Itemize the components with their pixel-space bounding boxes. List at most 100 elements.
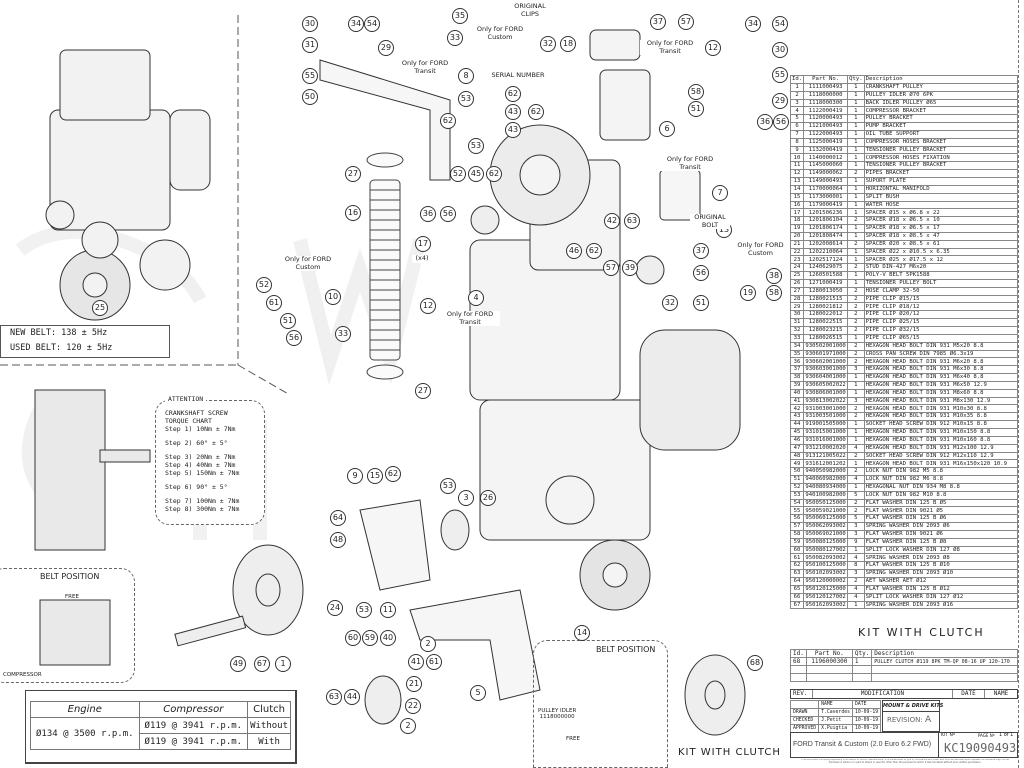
part-callout: 27 <box>415 383 431 399</box>
cell-qty: 5 <box>847 490 865 500</box>
cell-description: HEXAGON HEAD BOLT DIN 931 M5x20 8.8 <box>863 341 1019 351</box>
cell-part-no: 950060125000 <box>803 514 849 524</box>
cell-qty: 1 <box>847 427 865 437</box>
cell-id: 23 <box>789 255 805 265</box>
cell-qty: 2 <box>847 310 865 320</box>
cell-id: 55 <box>789 506 805 516</box>
border-right <box>1018 0 1019 768</box>
cell-part-no: 1120000493 <box>803 114 849 124</box>
cell-description: TENSIONER PULLEY BRACKET <box>863 145 1019 155</box>
kit-no-box <box>938 732 1018 758</box>
cell-description: PULLEY IDLER Ø70 6PK <box>863 90 1019 100</box>
cell-qty: 3 <box>847 529 865 539</box>
cell-description: HEXAGON HEAD BOLT DIN 931 M6x40 8.8 <box>863 373 1019 382</box>
cell-description: HEXAGON HEAD BOLT DIN 931 M16x150x120 10… <box>863 459 1019 469</box>
cell-qty: 1 <box>847 176 865 186</box>
part-callout: 59 <box>362 630 378 646</box>
cell-part-no: 950069021000 <box>803 529 849 539</box>
cell-id: 64 <box>789 577 805 586</box>
part-callout: 55 <box>302 68 318 84</box>
modification-label: MODIFICATION <box>813 690 953 698</box>
cell-description: AET WASHER AET Ø12 <box>863 577 1019 586</box>
cell-description: FLAT WASHER DIN 9021 Ø6 <box>863 529 1019 539</box>
part-callout: 45 <box>468 166 484 182</box>
cell-id: 11 <box>789 161 805 171</box>
cell-qty: 9 <box>847 537 865 547</box>
cell-qty: 2 <box>847 318 865 327</box>
part-callout: 56 <box>693 265 709 281</box>
part-callout: 12 <box>705 40 721 56</box>
cell-description: HEXAGONAL NUT DIN 934 M8 8.8 <box>863 482 1019 492</box>
cell-part-no: 931612001202 <box>803 459 849 469</box>
cell-id: 38 <box>789 373 805 382</box>
cell-id: 12 <box>789 169 805 178</box>
cell-id: 4 <box>789 106 805 116</box>
cell-part-no: 1271000419 <box>803 278 849 288</box>
drawn-name: T.Caverdes <box>818 708 853 717</box>
cell-description: HEXAGON HEAD BOLT DIN 931 M8x130 12.9 <box>863 396 1019 406</box>
cell-part-no: 940050982000 <box>803 467 849 477</box>
engine-value: Ø134 @ 3500 r.p.m. <box>30 717 140 750</box>
cell-qty: 2 <box>847 169 865 178</box>
cell-part-no: 950080127002 <box>803 545 849 555</box>
col-date: DATE <box>851 700 882 709</box>
cell-part-no: 950050125000 <box>803 498 849 508</box>
cell-qty: 1 <box>847 153 865 163</box>
cell-qty: 8 <box>847 561 865 571</box>
cell-id: 19 <box>789 224 805 233</box>
cell-description: FLAT WASHER DIN 125 B Ø8 <box>863 537 1019 547</box>
part-callout: 53 <box>468 138 484 154</box>
cell-part-no: 919001505000 <box>803 420 849 429</box>
cell-description: PIPE CLIP Ø18/12 <box>863 302 1019 312</box>
cell-description: SOCKET HEAD SCREW DIN 912 M12x110 12.9 <box>863 451 1019 461</box>
part-callout: 37 <box>650 14 666 30</box>
part-callout: 67 <box>254 656 270 672</box>
cell-id: 53 <box>789 490 805 500</box>
part-callout: 16 <box>345 205 361 221</box>
cell-id: 34 <box>789 341 805 351</box>
cell-description: COMPRESSOR HOSES BRACKET <box>863 137 1019 147</box>
part-callout: 15 <box>367 468 383 484</box>
cell-qty: 1 <box>847 482 865 492</box>
note-only-transit: Only for FORD Transit <box>640 39 700 55</box>
cell-id: 40 <box>789 388 805 398</box>
cell-qty: 1 <box>847 247 865 257</box>
cell-qty: 2 <box>847 263 865 273</box>
cell-part-no: 931210002020 <box>803 443 849 453</box>
part-callout: 57 <box>678 14 694 30</box>
part-callout: 3 <box>458 490 474 506</box>
cell-description: HEXAGON HEAD BOLT DIN 931 M6x30 8.8 <box>863 365 1019 375</box>
cell-id: 67 <box>789 600 805 610</box>
part-callout: 63 <box>326 689 342 705</box>
part-callout: 12 <box>420 298 436 314</box>
part-callout: 19 <box>740 285 756 301</box>
cell-part-no: 1118000000 <box>803 90 849 100</box>
part-callout: 51 <box>688 101 704 117</box>
cell-id: 65 <box>789 584 805 594</box>
vehicle-box <box>790 732 1018 758</box>
cell-description: SUPORT PLATE <box>863 176 1019 186</box>
part-callout: 56 <box>440 206 456 222</box>
cell-id: 21 <box>789 239 805 249</box>
cell-description: PIPE CLIP Ø25/15 <box>863 318 1019 327</box>
cell-description: SPACER Ø22 x Ø10.5 x 6.35 <box>863 247 1019 257</box>
cell-qty: 4 <box>847 475 865 484</box>
cell-qty: 1 <box>847 373 865 382</box>
cell-part-no: 940080934000 <box>803 482 849 492</box>
